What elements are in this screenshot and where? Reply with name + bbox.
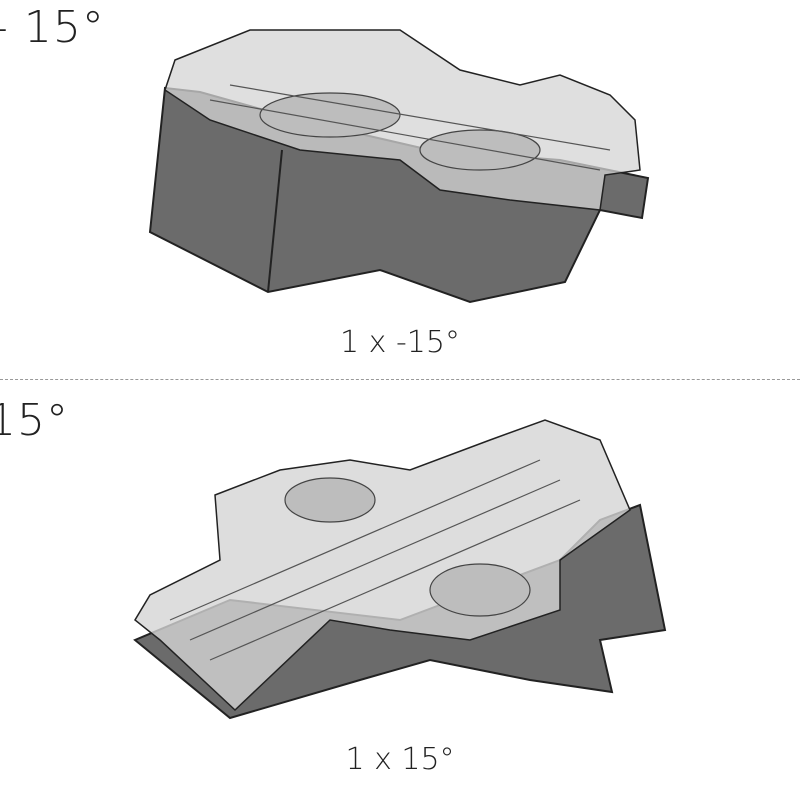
- bottom-angle-heading: 15°: [0, 395, 69, 446]
- base-edge: [267, 149, 283, 293]
- plate-slot: [419, 129, 541, 171]
- screw-slot: [284, 477, 376, 523]
- plate-rail: [169, 459, 581, 661]
- top-caption: 1 x -15°: [340, 325, 460, 360]
- bottom-caption: 1 x 15°: [345, 742, 455, 777]
- top-angle-heading: - 15°: [0, 2, 105, 53]
- plate-rail: [209, 84, 611, 171]
- section-divider: [0, 379, 800, 380]
- screw-slot: [429, 563, 531, 617]
- plate-slot: [259, 92, 401, 138]
- mounting-plate-plus-15: [133, 419, 667, 720]
- mounting-plate-minus-15: [148, 29, 650, 304]
- top-plate: [134, 419, 631, 712]
